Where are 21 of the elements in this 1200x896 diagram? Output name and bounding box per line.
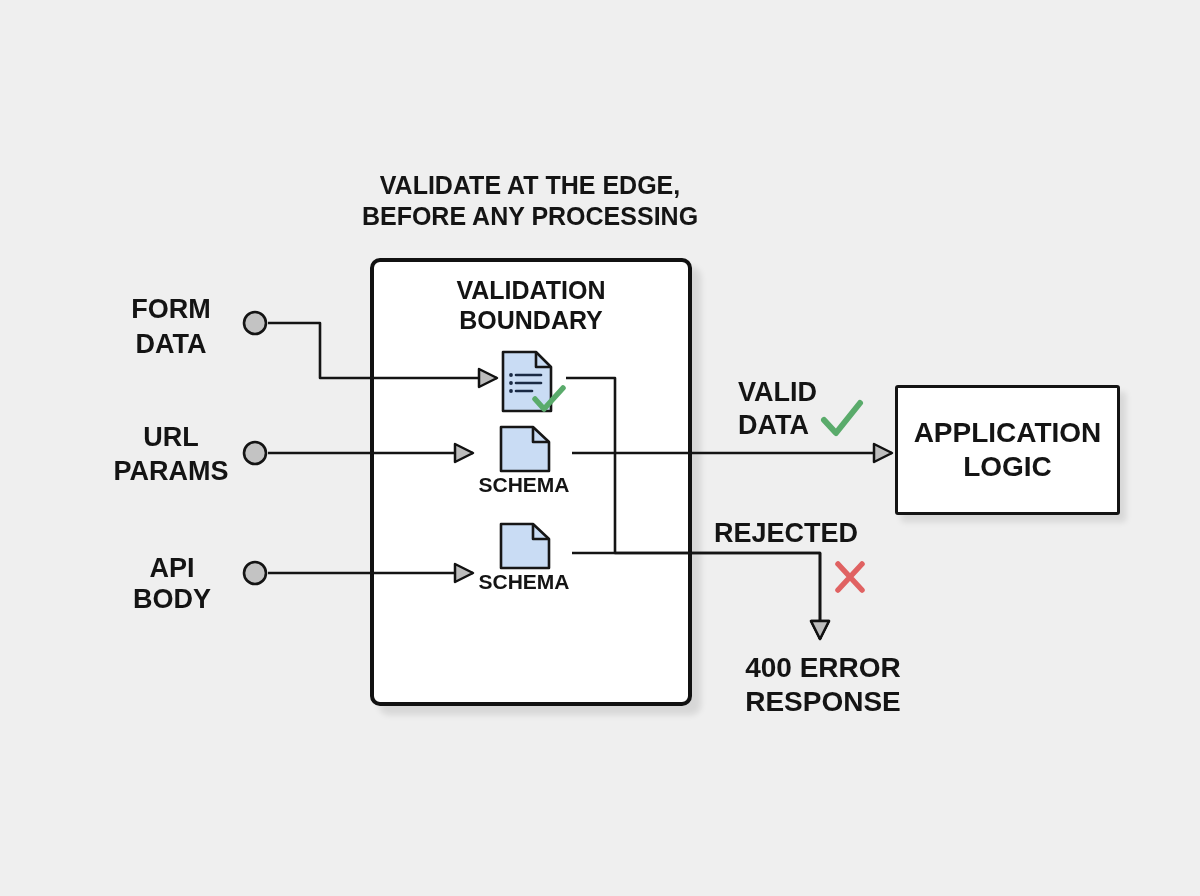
document-label: SCHEMA xyxy=(477,570,571,594)
input-port-icon xyxy=(242,310,268,336)
process-box: APPLICATION LOGIC xyxy=(895,385,1120,515)
input-label: API BODY xyxy=(132,553,212,615)
input-port-icon xyxy=(242,440,268,466)
arrow xyxy=(566,376,831,641)
arrow xyxy=(268,321,499,389)
arrow xyxy=(268,562,475,584)
boundary-box xyxy=(370,258,692,706)
edge-label: VALID DATA xyxy=(738,376,818,442)
document-label: SCHEMA xyxy=(477,473,571,497)
edge-label: REJECTED xyxy=(713,517,859,550)
checked-document-icon xyxy=(500,350,566,414)
boundary-heading: VALIDATION BOUNDARY xyxy=(455,275,607,335)
arrow xyxy=(572,442,894,464)
input-label: FORM DATA xyxy=(130,293,212,361)
input-label: URL PARAMS xyxy=(112,421,230,488)
arrow xyxy=(268,442,475,464)
diagram-title: VALIDATE AT THE EDGE, BEFORE ANY PROCESSING xyxy=(360,170,700,232)
endpoint-label: 400 ERROR RESPONSE xyxy=(728,642,918,719)
input-port-icon xyxy=(242,560,268,586)
